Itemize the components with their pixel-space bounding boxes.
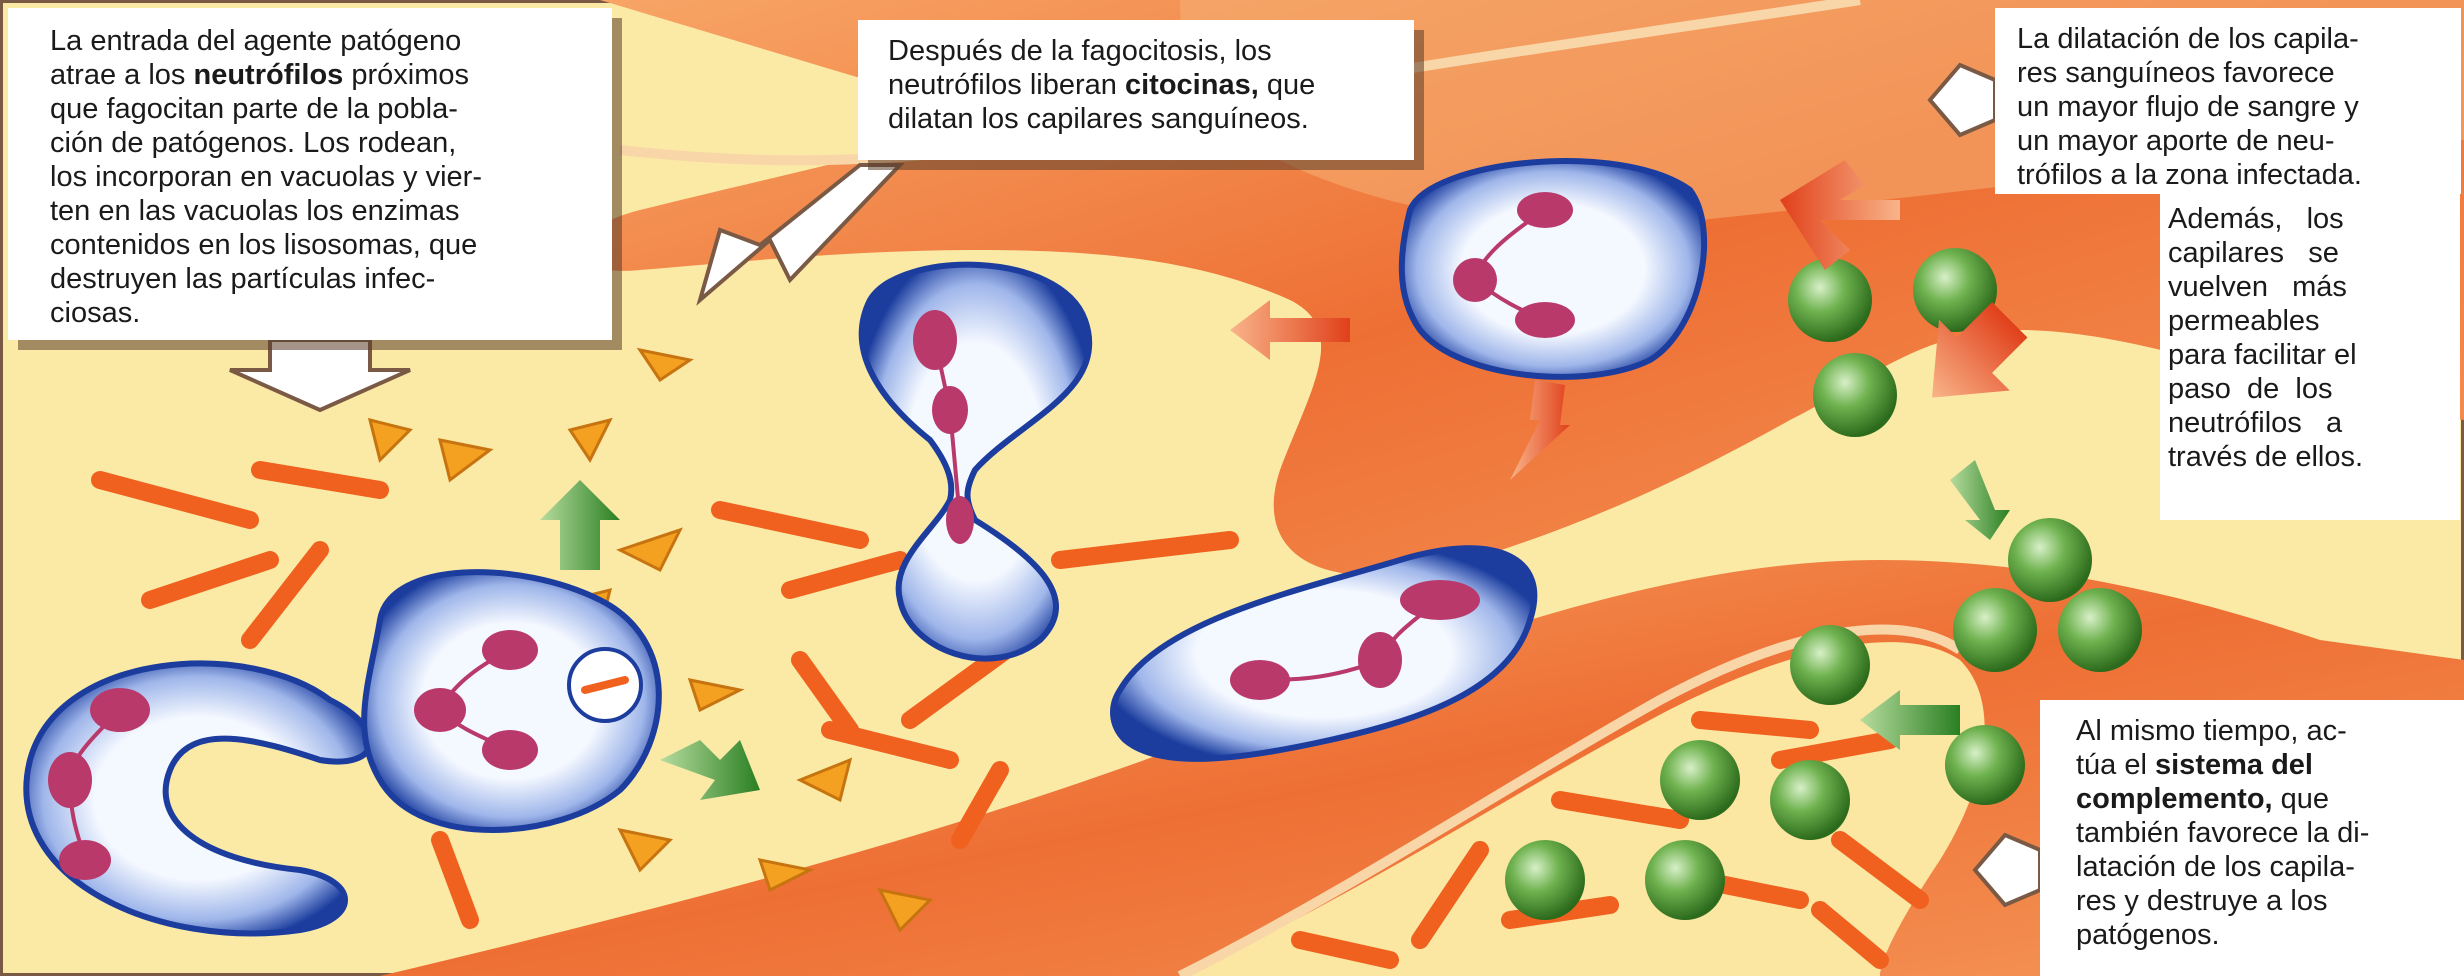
callout-2-line-3: dilatan los capilares sanguíneos. bbox=[888, 102, 1398, 136]
callout-1-line-2-post: próximos bbox=[343, 59, 469, 91]
complement-sphere bbox=[2058, 588, 2142, 672]
callout-4-line-1: Al mismo tiempo, ac- bbox=[2076, 714, 2444, 748]
callout-2-line-2-post: que bbox=[1259, 69, 1315, 101]
complement-sphere bbox=[2008, 518, 2092, 602]
callout-3-line-4: un mayor aporte de neu- bbox=[2017, 124, 2445, 158]
callout-3b-line-7: neutrófilos a bbox=[2168, 406, 2444, 440]
callout-1-line-6: ten en las vacuolas los enzimas bbox=[50, 194, 592, 228]
callout-4-line-3: complemento, que bbox=[2076, 782, 2444, 816]
callout-1-line-8: destruyen las partículas infec- bbox=[50, 262, 592, 296]
callout-2-bold-term: citocinas, bbox=[1125, 69, 1259, 101]
callout-dilation: La dilatación de los capila- res sanguín… bbox=[1995, 8, 2461, 194]
callout-3b-line-1: Además, los bbox=[2168, 202, 2444, 236]
callout-1-line-9: ciosas. bbox=[50, 296, 592, 330]
complement-sphere bbox=[1945, 725, 2025, 805]
callout-4-line-2: túa el sistema del bbox=[2076, 748, 2444, 782]
complement-sphere bbox=[1645, 840, 1725, 920]
complement-sphere bbox=[1788, 258, 1872, 342]
callout-1-bold-term: neutrófilos bbox=[193, 59, 343, 91]
callout-permeability: Además, los capilares se vuelven más per… bbox=[2160, 190, 2460, 520]
callout-4-bold-term-2: complemento, bbox=[2076, 783, 2273, 815]
callout-3b-line-2: capilares se bbox=[2168, 236, 2444, 270]
callout-2-line-2: neutrófilos liberan citocinas, que bbox=[888, 68, 1398, 102]
callout-4-line-3-post: que bbox=[2273, 783, 2329, 815]
callout-4-line-6: res y destruye a los bbox=[2076, 884, 2444, 918]
callout-pathogen-entry: La entrada del agente patógeno atrae a l… bbox=[8, 8, 612, 340]
callout-1-line-2-pre: atrae a los bbox=[50, 59, 193, 91]
callout-4-line-5: latación de los capila- bbox=[2076, 850, 2444, 884]
callout-4-line-4: también favorece la di- bbox=[2076, 816, 2444, 850]
callout-1-line-1: La entrada del agente patógeno bbox=[50, 24, 592, 58]
callout-3b-line-5: para facilitar el bbox=[2168, 338, 2444, 372]
callout-3-line-3: un mayor flujo de sangre y bbox=[2017, 90, 2445, 124]
complement-sphere bbox=[1813, 353, 1897, 437]
neutrophil-in-vessel bbox=[1402, 161, 1704, 377]
complement-sphere bbox=[1660, 740, 1740, 820]
callout-4-line-7: patógenos. bbox=[2076, 918, 2444, 952]
complement-sphere bbox=[1505, 840, 1585, 920]
bacterium bbox=[1700, 720, 1810, 730]
callout-4-line-2-pre: túa el bbox=[2076, 749, 2155, 781]
callout-2-line-2-pre: neutrófilos liberan bbox=[888, 69, 1125, 101]
callout-3-line-5: trófilos a la zona infectada. bbox=[2017, 158, 2445, 192]
callout-1-line-5: los incorporan en vacuolas y vier- bbox=[50, 160, 592, 194]
callout-4-bold-term-1: sistema del bbox=[2155, 749, 2313, 781]
callout-3-line-2: res sanguíneos favorece bbox=[2017, 56, 2445, 90]
callout-1-line-3: que fagocitan parte de la pobla- bbox=[50, 92, 592, 126]
callout-1-line-4: ción de patógenos. Los rodean, bbox=[50, 126, 592, 160]
callout-2-line-1: Después de la fagocitosis, los bbox=[888, 34, 1398, 68]
callout-3-line-1: La dilatación de los capila- bbox=[2017, 22, 2445, 56]
callout-cytokines: Después de la fagocitosis, los neutrófil… bbox=[858, 20, 1414, 160]
complement-sphere bbox=[1953, 588, 2037, 672]
neutrophil-engulfing bbox=[364, 572, 659, 830]
callout-3b-line-8: través de ellos. bbox=[2168, 440, 2444, 474]
complement-sphere bbox=[1790, 625, 1870, 705]
callout-complement-system: Al mismo tiempo, ac- túa el sistema del … bbox=[2040, 700, 2464, 976]
callout-1-line-2: atrae a los neutrófilos próximos bbox=[50, 58, 592, 92]
complement-sphere bbox=[1770, 760, 1850, 840]
callout-1-line-7: contenidos en los lisosomas, que bbox=[50, 228, 592, 262]
callout-3b-line-3: vuelven más bbox=[2168, 270, 2444, 304]
callout-3b-line-6: paso de los bbox=[2168, 372, 2444, 406]
callout-3b-line-4: permeables bbox=[2168, 304, 2444, 338]
